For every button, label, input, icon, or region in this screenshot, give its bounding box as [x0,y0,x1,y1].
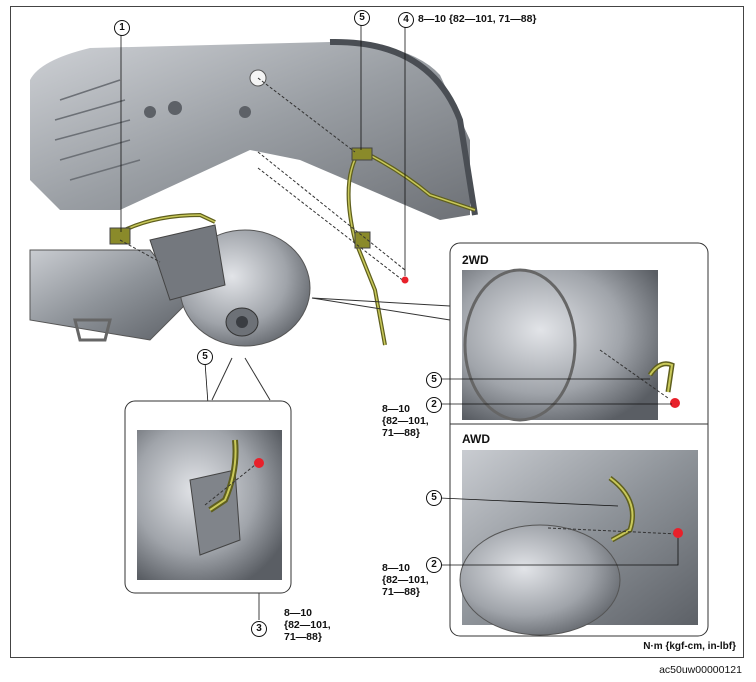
fastener-2-2wd [670,398,680,408]
wheel-housing [30,42,470,220]
callout-4: 4 [398,12,414,28]
figure-frame [10,6,744,658]
caliper [149,224,226,301]
guide-lines [119,77,406,283]
inset-awd-harness-hl [609,477,634,541]
figure-code: ac50uw00000121 [659,664,742,676]
suspension-arm [29,249,191,341]
torque-lower-line1: 8—10 [284,607,313,619]
callout-2-awd: 2 [426,557,442,573]
callout-5-awd: 5 [426,490,442,506]
housing-bolt-a [168,101,182,115]
harness-clip [351,147,373,161]
callout-1: 1 [114,20,130,36]
torque-2wd-line3: 71—88} [382,427,420,439]
fastener-2-awd [673,528,683,538]
torque-lower-line2: {82—101, [284,619,331,631]
label-2wd: 2WD [462,253,489,267]
housing-lip [329,38,478,216]
inset-2wd-harness-hl [649,362,674,393]
torque-awd-line3: 71—88} [382,586,420,598]
label-awd: AWD [462,432,490,446]
inset-awd-dashes [547,527,679,535]
inset-2wd-dashes [599,349,669,399]
hub-center [236,316,248,328]
inset-2wd-disc [463,268,577,422]
torque-awd-line1: 8—10 [382,562,411,574]
housing-ribs [54,79,141,181]
callout-2-2wd: 2 [426,397,442,413]
torque-2wd-line2: {82—101, [382,415,429,427]
torque-top: 8—10 {82—101, 71—88} [418,13,537,25]
inset-leader-lines [439,378,679,566]
torque-awd: 8—10 {82—101, 71—88} [382,562,429,598]
sensor-connector [109,227,131,245]
inset-lower-dashes [204,464,256,506]
fastener-3 [254,458,264,468]
torque-lower: 8—10 {82—101, 71—88} [284,607,331,643]
torque-lower-line3: 71—88} [284,631,322,643]
callout-5-2wd: 5 [426,372,442,388]
arm-bracket [73,318,112,342]
callout-3: 3 [251,621,267,637]
torque-2wd-line1: 8—10 [382,403,411,415]
unit-note: N·m {kgf-cm, in-lbf} [643,641,736,652]
zoom-lines [211,297,451,401]
torque-2wd: 8—10 {82—101, 71—88} [382,403,429,439]
fastener-4 [401,276,409,284]
callout-5-top: 5 [354,10,370,26]
inset-lower-harness-hl [209,439,237,511]
housing-bolt-c [144,106,156,118]
housing-bolt-b [239,106,251,118]
inset-awd-disc [459,524,621,636]
callout-5-lower: 5 [197,349,213,365]
torque-awd-line2: {82—101, [382,574,429,586]
